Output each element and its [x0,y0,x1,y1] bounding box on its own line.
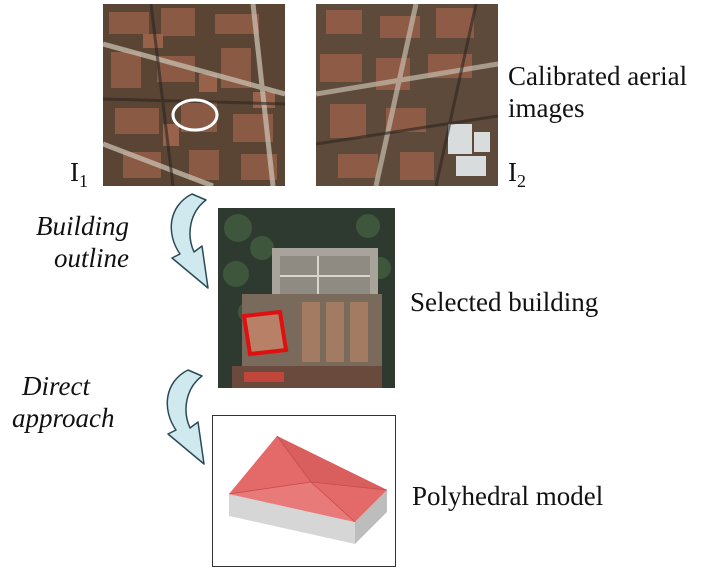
building-marker-ellipse [171,98,219,132]
aerial-image-1 [103,4,285,186]
image-1-label: I1 [70,157,88,191]
polyhedral-model-view [212,415,396,567]
aerial-image-2 [316,4,498,186]
step-direct-approach: Direct approach [12,371,115,433]
selected-building-image [218,208,395,388]
selection-outline [241,309,289,357]
step-building-outline: Building outline [36,211,129,273]
caption-selected-building: Selected building [410,287,599,317]
image-2-label: I2 [508,157,526,191]
caption-calibrated-aerial-images: Calibrated aerial images [508,61,688,123]
curved-arrow-1-icon [170,193,209,289]
selected-roof [244,312,286,354]
curved-arrow-2-icon [166,369,205,465]
caption-polyhedral-model: Polyhedral model [412,481,604,511]
